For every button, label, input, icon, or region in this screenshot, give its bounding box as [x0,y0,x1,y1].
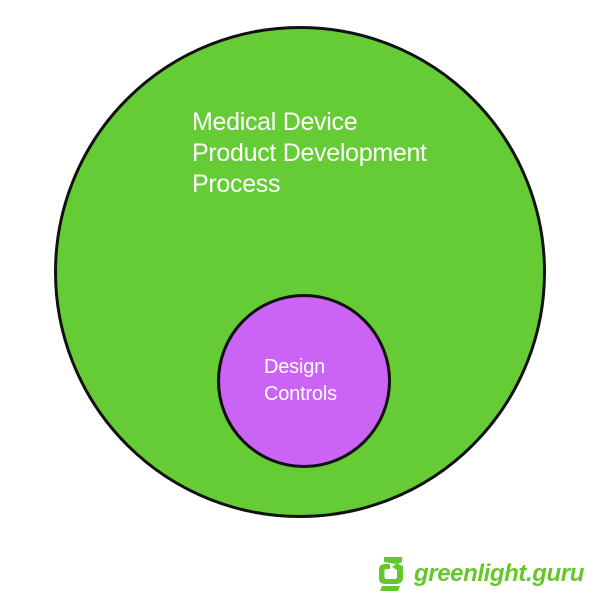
greenlight-g-logo-icon [379,557,403,591]
inner-circle-design-controls [217,294,391,468]
outer-label-line-3: Process [192,170,281,198]
outer-label-line-2: Product Development [192,139,427,167]
brand-logo-lockup: greenlight.guru [376,556,584,592]
inner-circle-label: Design Controls [264,354,337,408]
logo-g-body [379,557,403,584]
outer-label-line-1: Medical Device [192,108,358,136]
outer-circle-label: Medical Device Product Development Proce… [192,107,427,200]
inner-label-line-2: Controls [264,383,337,405]
brand-name: greenlight.guru [414,560,584,587]
logo-g-tail [380,586,400,591]
inner-label-line-1: Design [264,356,326,378]
